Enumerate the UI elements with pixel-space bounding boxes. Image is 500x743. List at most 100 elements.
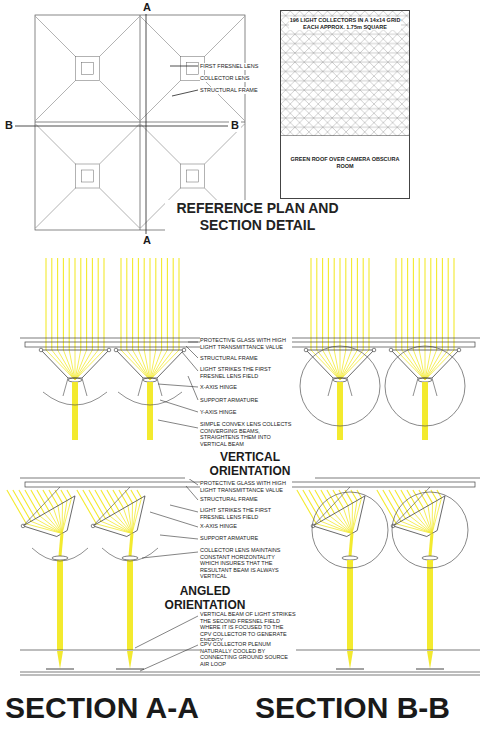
drawing-stroke [389, 348, 393, 352]
drawing-stroke [131, 490, 137, 501]
drawing-stroke [141, 17, 181, 57]
drawing-stroke [36, 17, 76, 57]
drawing-stroke [141, 81, 181, 121]
drawing-stroke [344, 508, 352, 533]
section-mark: B [229, 119, 241, 132]
drawing-stroke [57, 651, 63, 669]
drawing-stroke [431, 490, 437, 501]
drawing-stroke [77, 490, 97, 524]
part-label: X-AXIS HINGE [200, 384, 292, 391]
drawing-stroke [310, 258, 311, 350]
drawing-stroke [323, 350, 340, 380]
drawing-stroke [116, 350, 184, 378]
drawing-stroke [333, 378, 347, 382]
drawing-stroke [339, 258, 340, 350]
drawing-stroke [350, 533, 352, 556]
drawing-stroke [128, 506, 132, 534]
drawing-stroke [95, 490, 110, 516]
drawing-stroke [393, 496, 445, 537]
drawing-stroke [436, 258, 437, 350]
drawing-stroke [334, 350, 340, 380]
drawing-stroke [39, 348, 43, 352]
drawing-stroke [23, 487, 60, 526]
drawing-stroke [80, 258, 81, 350]
part-label: SIMPLE CONVEX LENS COLLECTS CONVERGING B… [200, 421, 292, 447]
drawing-stroke [328, 258, 329, 350]
section-title: SECTION A-A [5, 690, 240, 726]
drawing-stroke [125, 490, 133, 503]
drawing-stroke [36, 124, 76, 164]
drawing-stroke [419, 258, 420, 350]
drawing-stroke [46, 350, 75, 380]
drawing-stroke [173, 258, 174, 350]
drawing-stroke [430, 533, 432, 556]
drawing-stroke [137, 490, 142, 498]
section-mark: A [140, 234, 154, 247]
drawing-stroke [430, 258, 431, 350]
drawing-stroke [372, 348, 376, 352]
drawing-stroke [52, 556, 68, 560]
drawing-stroke [448, 258, 449, 350]
drawing-stroke [187, 63, 199, 75]
drawing-stroke [393, 487, 430, 526]
drawing-stroke [100, 188, 140, 228]
drawing-stroke [69, 350, 75, 380]
drawing-stroke [178, 258, 179, 350]
drawing-stroke [45, 258, 46, 350]
drawing-stroke [357, 490, 362, 498]
drawing-stroke [336, 669, 364, 670]
drawing-stroke [425, 350, 426, 380]
part-label: SUPPORT ARMATURE [200, 397, 292, 404]
drawing-stroke [74, 258, 75, 350]
drawing-stroke [75, 350, 104, 380]
drawing-stroke [130, 533, 132, 556]
drawing-stroke [316, 258, 317, 350]
drawing-stroke [345, 258, 346, 350]
drawing-stroke [340, 350, 341, 380]
drawing-stroke [347, 378, 352, 396]
drawing-stroke [121, 350, 150, 380]
drawing-stroke [57, 560, 63, 650]
drawing-stroke [385, 346, 465, 426]
drawing-stroke [205, 17, 245, 57]
drawing-stroke [72, 382, 78, 440]
section-mark: A [140, 1, 154, 14]
drawing-stroke [334, 258, 335, 350]
drawing-stroke [422, 556, 438, 560]
drawing-stroke [337, 382, 343, 440]
drawing-stroke [401, 521, 432, 533]
part-label: LIGHT STRIKES THE FIRST FRESNEL LENS FIE… [200, 366, 288, 379]
drawing-stroke [424, 508, 432, 533]
part-label: SUPPORT ARMATURE [200, 535, 292, 542]
drawing-stroke [132, 258, 133, 350]
drawing-stroke [432, 378, 437, 396]
drawing-stroke [61, 490, 67, 501]
drawing-stroke [416, 669, 444, 670]
drawing-stroke [98, 258, 99, 350]
drawing-stroke [138, 258, 139, 350]
drawing-stroke [161, 258, 162, 350]
part-label: PROTECTIVE GLASS WITH HIGH LIGHT TRANSMI… [200, 337, 292, 350]
drawing-stroke [63, 258, 64, 350]
part-label: Y-AXIS HINGE [200, 409, 292, 416]
drawing-stroke [93, 487, 130, 526]
drawing-stroke [124, 508, 132, 533]
drawing-stroke [432, 498, 442, 534]
drawing-stroke [427, 560, 433, 650]
drawing-stroke [63, 378, 68, 396]
roof-plan-box: 196 LIGHT COLLECTORS IN A 14x14 GRID EAC… [280, 10, 410, 199]
drawing-stroke [58, 506, 62, 534]
drawing-stroke [392, 492, 468, 568]
drawing-stroke [36, 81, 76, 121]
drawing-stroke [127, 560, 133, 650]
drawing-stroke [144, 258, 145, 350]
drawing-stroke [107, 348, 111, 352]
drawing-stroke [413, 378, 418, 396]
section-mark: B [3, 119, 15, 132]
drawing-stroke [133, 350, 150, 380]
drawing-stroke [46, 669, 74, 670]
drawing-stroke [76, 57, 100, 81]
part-label: PROTECTIVE GLASS WITH HIGH LIGHT TRANSMI… [200, 480, 292, 493]
drawing-stroke [347, 560, 353, 650]
drawing-stroke [167, 258, 168, 350]
